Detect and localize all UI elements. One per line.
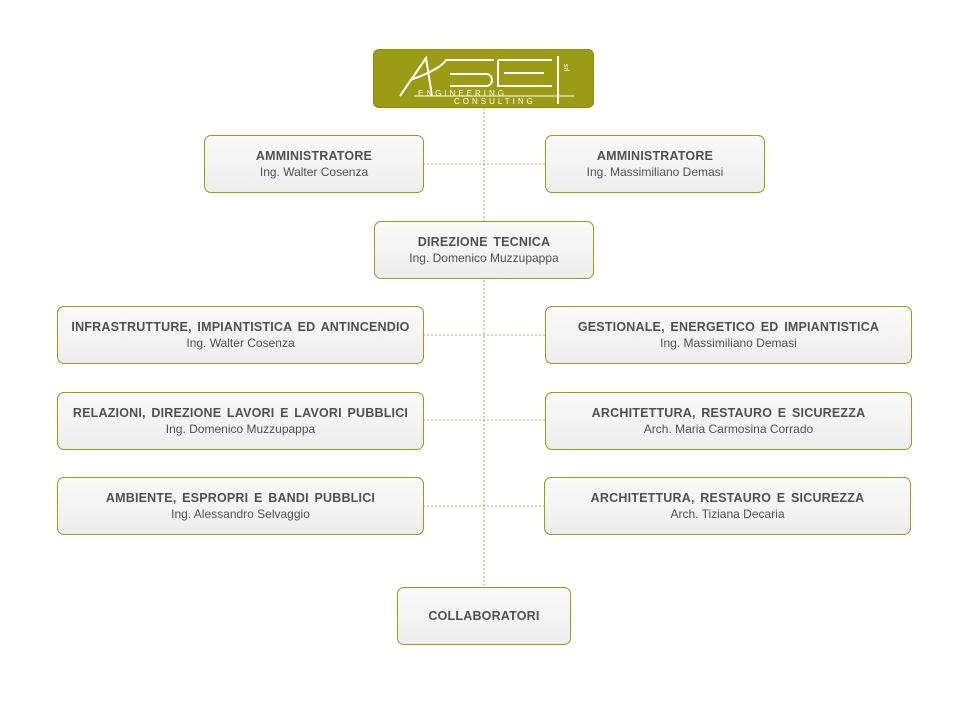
node-title: RELAZIONI, DIREZIONE LAVORI E LAVORI PUB… bbox=[72, 406, 409, 420]
node-amministratore-left: AMMINISTRATORE Ing. Walter Cosenza bbox=[204, 135, 424, 193]
node-person: Ing. Walter Cosenza bbox=[259, 165, 369, 179]
node-title: ARCHITETTURA, RESTAURO E SICUREZZA bbox=[590, 491, 865, 505]
node-gestionale: GESTIONALE, ENERGETICO ED IMPIANTISTICA … bbox=[545, 306, 912, 364]
node-person: Ing. Domenico Muzzupappa bbox=[165, 422, 316, 436]
node-title: DIREZIONE TECNICA bbox=[417, 235, 551, 249]
node-title: AMBIENTE, ESPROPRI E BANDI PUBBLICI bbox=[105, 491, 376, 505]
node-infrastrutture: INFRASTRUTTURE, IMPIANTISTICA ED ANTINCE… bbox=[57, 306, 424, 364]
node-title: INFRASTRUTTURE, IMPIANTISTICA ED ANTINCE… bbox=[71, 320, 410, 334]
node-direzione-tecnica: DIREZIONE TECNICA Ing. Domenico Muzzupap… bbox=[374, 221, 594, 279]
node-title: ARCHITETTURA, RESTAURO E SICUREZZA bbox=[591, 406, 866, 420]
node-title: GESTIONALE, ENERGETICO ED IMPIANTISTICA bbox=[577, 320, 880, 334]
company-logo: ENGINEERING CONSULTING srl bbox=[373, 49, 594, 108]
logo-side-mark: srl bbox=[562, 64, 569, 72]
node-ambiente: AMBIENTE, ESPROPRI E BANDI PUBBLICI Ing.… bbox=[57, 477, 424, 535]
node-person: Ing. Massimiliano Demasi bbox=[660, 336, 797, 350]
node-relazioni: RELAZIONI, DIREZIONE LAVORI E LAVORI PUB… bbox=[57, 392, 424, 450]
logo-tagline-top: ENGINEERING bbox=[418, 89, 507, 98]
node-person: Ing. Alessandro Selvaggio bbox=[171, 507, 310, 521]
connector-lines bbox=[423, 108, 545, 587]
node-title: AMMINISTRATORE bbox=[255, 149, 373, 163]
node-person: Ing. Massimiliano Demasi bbox=[586, 165, 724, 179]
node-title: AMMINISTRATORE bbox=[596, 149, 714, 163]
node-collaboratori: COLLABORATORI bbox=[397, 587, 571, 645]
logo-tagline-bottom: CONSULTING bbox=[454, 97, 536, 106]
node-person: Arch. Maria Carmosina Corrado bbox=[643, 422, 814, 436]
node-amministratore-right: AMMINISTRATORE Ing. Massimiliano Demasi bbox=[545, 135, 765, 193]
node-architettura-2: ARCHITETTURA, RESTAURO E SICUREZZA Arch.… bbox=[544, 477, 911, 535]
node-architettura-1: ARCHITETTURA, RESTAURO E SICUREZZA Arch.… bbox=[545, 392, 912, 450]
node-person: Ing. Domenico Muzzupappa bbox=[409, 251, 559, 265]
node-person: Arch. Tiziana Decaria bbox=[670, 507, 785, 521]
node-title: COLLABORATORI bbox=[428, 609, 540, 623]
node-person: Ing. Walter Cosenza bbox=[186, 336, 295, 350]
ase-logo-mark: ENGINEERING CONSULTING srl bbox=[399, 55, 574, 106]
